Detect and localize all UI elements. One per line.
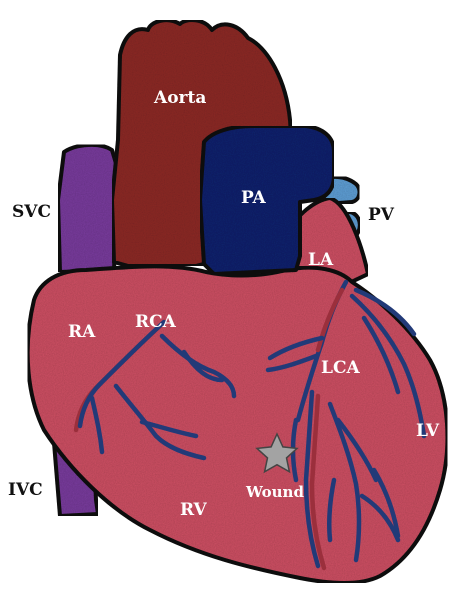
heart-body [28,266,448,583]
label-wound: Wound [245,483,304,501]
label-pa: PA [241,188,267,208]
label-rv: RV [180,500,208,520]
label-aorta: Aorta [153,88,206,108]
label-lca: LCA [321,358,360,378]
label-rca: RCA [135,312,177,332]
superior-vena-cava [58,145,118,272]
label-ivc: IVC [8,480,43,500]
label-lv: LV [416,421,440,441]
label-ra: RA [68,322,96,342]
label-la: LA [308,250,334,270]
label-pv: PV [368,205,395,225]
label-svc: SVC [12,202,51,222]
